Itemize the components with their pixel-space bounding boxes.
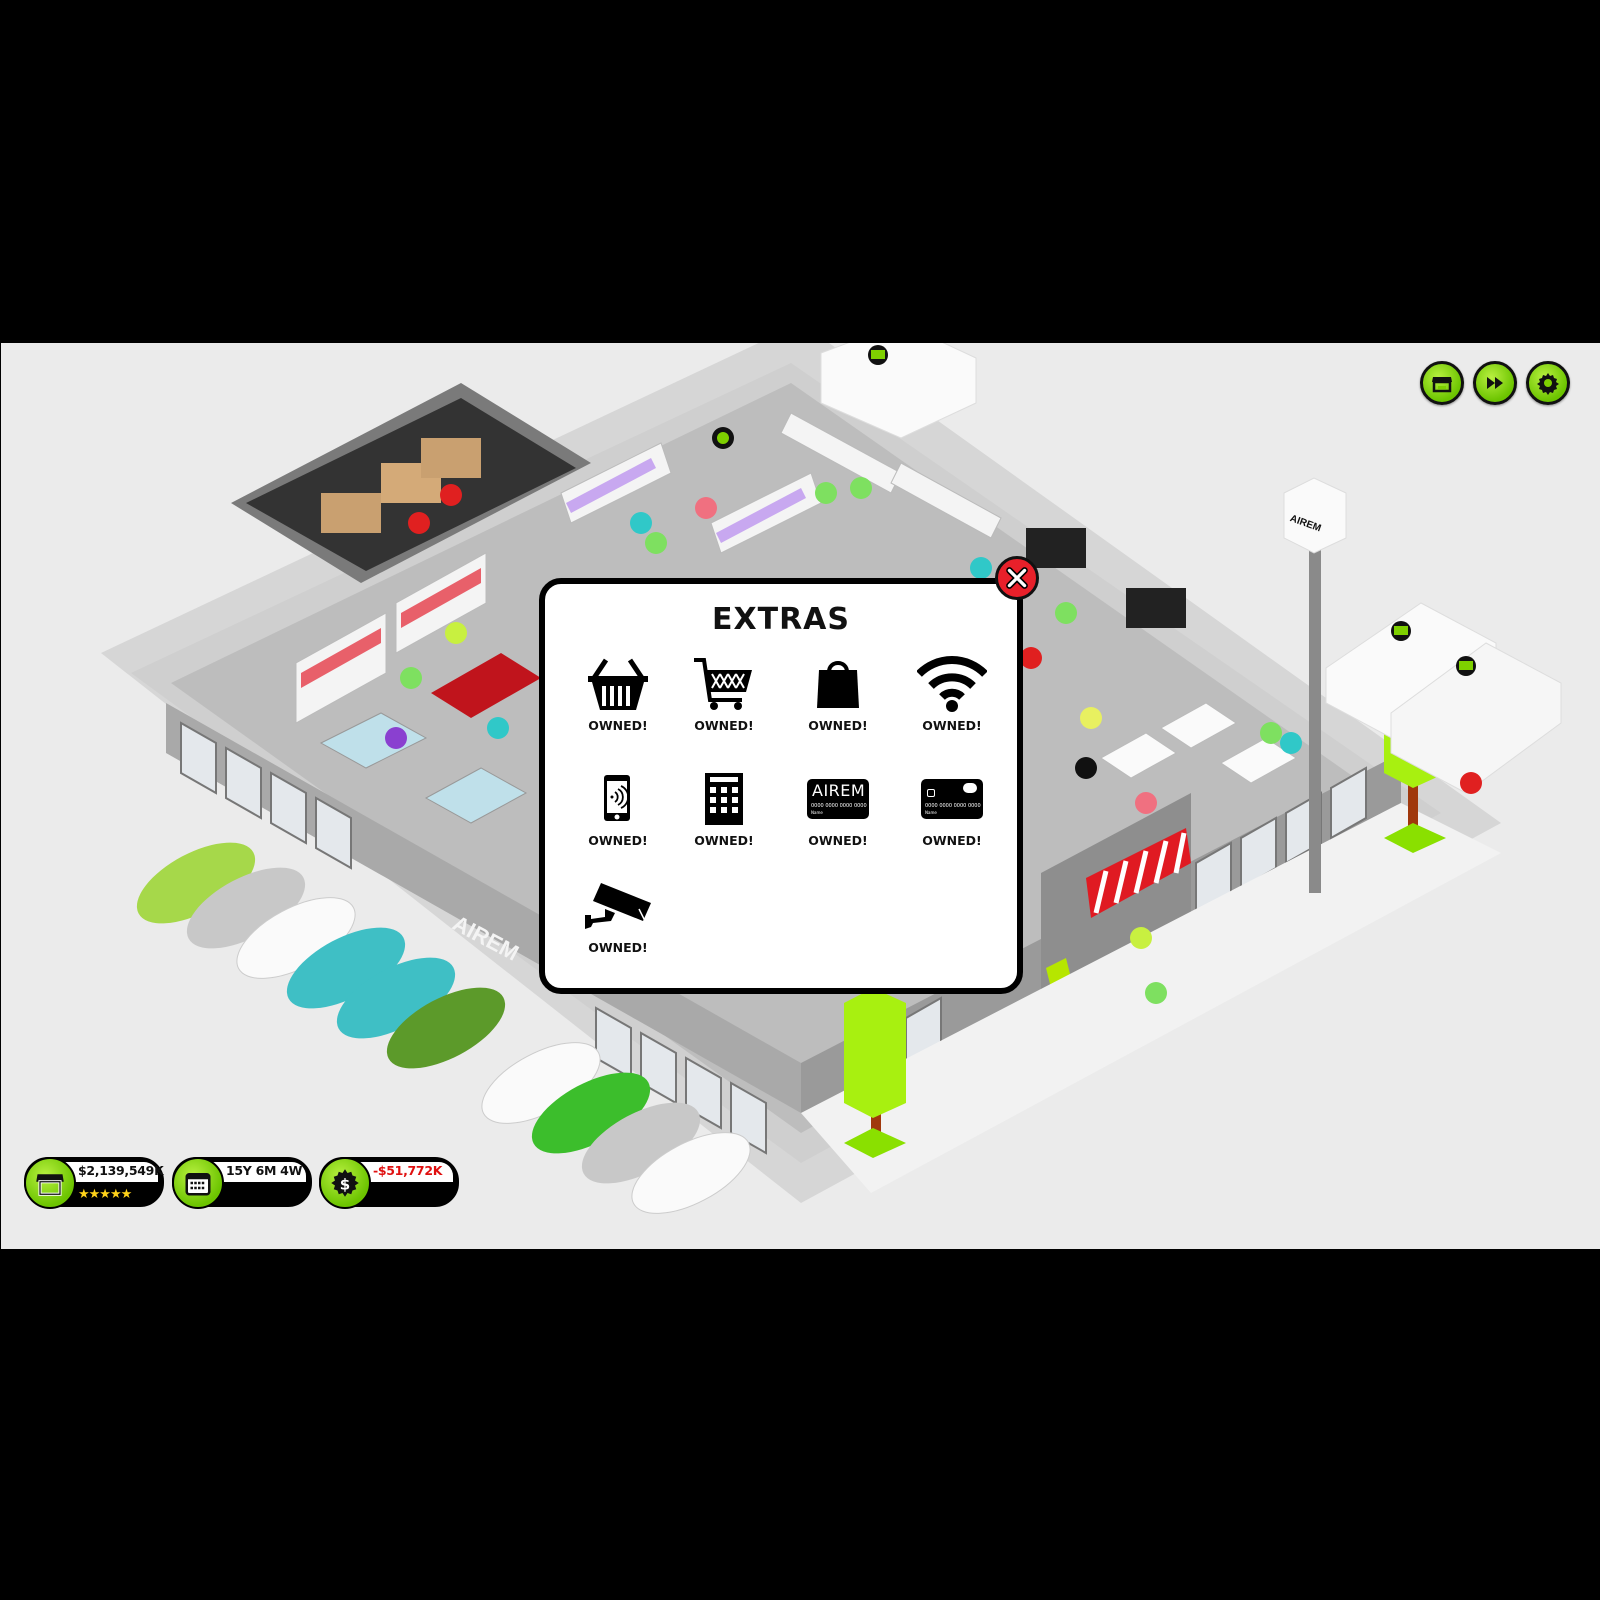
money-stat-icon-wrap bbox=[24, 1157, 76, 1209]
extra-status: OWNED! bbox=[694, 833, 754, 848]
fast-forward-button[interactable] bbox=[1473, 361, 1517, 405]
extra-item-wifi[interactable]: OWNED! bbox=[897, 654, 1007, 733]
rating-stars: ★★★★★ bbox=[78, 1186, 132, 1201]
storefront-icon bbox=[1432, 377, 1452, 393]
extra-status: OWNED! bbox=[808, 833, 868, 848]
card-terminal-icon bbox=[705, 773, 743, 825]
money-stat[interactable]: $2,139,549K ★★★★★ bbox=[24, 1157, 164, 1209]
balance-stat[interactable]: $ -$51,772K bbox=[319, 1157, 459, 1209]
extra-item-credit-card[interactable]: 0000 0000 0000 0000 Name OWNED! bbox=[897, 769, 1007, 848]
close-icon bbox=[1006, 567, 1028, 589]
money-value: $2,139,549K bbox=[78, 1163, 164, 1178]
card-number: 0000 0000 0000 0000 bbox=[811, 803, 867, 809]
extra-status: OWNED! bbox=[922, 833, 982, 848]
balance-value: -$51,772K bbox=[373, 1163, 443, 1178]
extra-item-cart[interactable]: OWNED! bbox=[669, 654, 779, 733]
store-card-icon: AIREM 0000 0000 0000 0000 Name bbox=[807, 779, 869, 819]
extras-modal: EXTRAS OWNED! OWNED! OWNED! OWNED! OWNED… bbox=[539, 578, 1023, 994]
extra-item-card-terminal[interactable]: OWNED! bbox=[669, 769, 779, 848]
store-button[interactable] bbox=[1420, 361, 1464, 405]
shopping-basket-icon bbox=[588, 658, 648, 710]
credit-card-icon: 0000 0000 0000 0000 Name bbox=[921, 779, 983, 819]
svg-text:$: $ bbox=[340, 1175, 350, 1193]
extra-status: OWNED! bbox=[588, 718, 648, 733]
extra-status: OWNED! bbox=[588, 833, 648, 848]
wifi-icon bbox=[917, 656, 987, 712]
shopping-bag-icon bbox=[817, 661, 859, 708]
top-right-toolbar bbox=[1420, 361, 1570, 405]
calendar-icon bbox=[185, 1173, 211, 1196]
contactless-phone-icon bbox=[604, 775, 630, 821]
shopping-cart-icon bbox=[694, 658, 752, 710]
extra-status: OWNED! bbox=[922, 718, 982, 733]
extra-item-store-card[interactable]: AIREM 0000 0000 0000 0000 Name OWNED! bbox=[783, 769, 893, 848]
extra-status: OWNED! bbox=[588, 940, 648, 955]
card-brand: AIREM bbox=[812, 781, 866, 800]
extra-item-contactless-phone[interactable]: OWNED! bbox=[563, 769, 673, 848]
card-name: Name bbox=[925, 810, 937, 815]
extra-status: OWNED! bbox=[694, 718, 754, 733]
extra-item-bag[interactable]: OWNED! bbox=[783, 654, 893, 733]
close-button[interactable] bbox=[995, 556, 1039, 600]
fast-forward-icon bbox=[1487, 377, 1503, 389]
card-logo-icon bbox=[963, 783, 977, 793]
extra-item-security-camera[interactable]: OWNED! bbox=[563, 876, 673, 955]
dollar-gear-icon: $ bbox=[331, 1169, 359, 1197]
extra-item-basket[interactable]: OWNED! bbox=[563, 654, 673, 733]
extra-status: OWNED! bbox=[808, 718, 868, 733]
gear-icon bbox=[1537, 373, 1559, 395]
settings-button[interactable] bbox=[1526, 361, 1570, 405]
storefront-icon bbox=[36, 1174, 64, 1196]
modal-title: EXTRAS bbox=[711, 602, 850, 637]
game-viewport[interactable]: AIREM AIREM bbox=[1, 343, 1600, 1249]
security-camera-icon bbox=[585, 883, 651, 929]
time-stat[interactable]: 15Y 6M 4W bbox=[172, 1157, 312, 1209]
card-name: Name bbox=[811, 810, 823, 815]
card-number: 0000 0000 0000 0000 bbox=[925, 803, 981, 809]
time-value: 15Y 6M 4W bbox=[226, 1163, 303, 1178]
chip-icon bbox=[927, 789, 935, 797]
